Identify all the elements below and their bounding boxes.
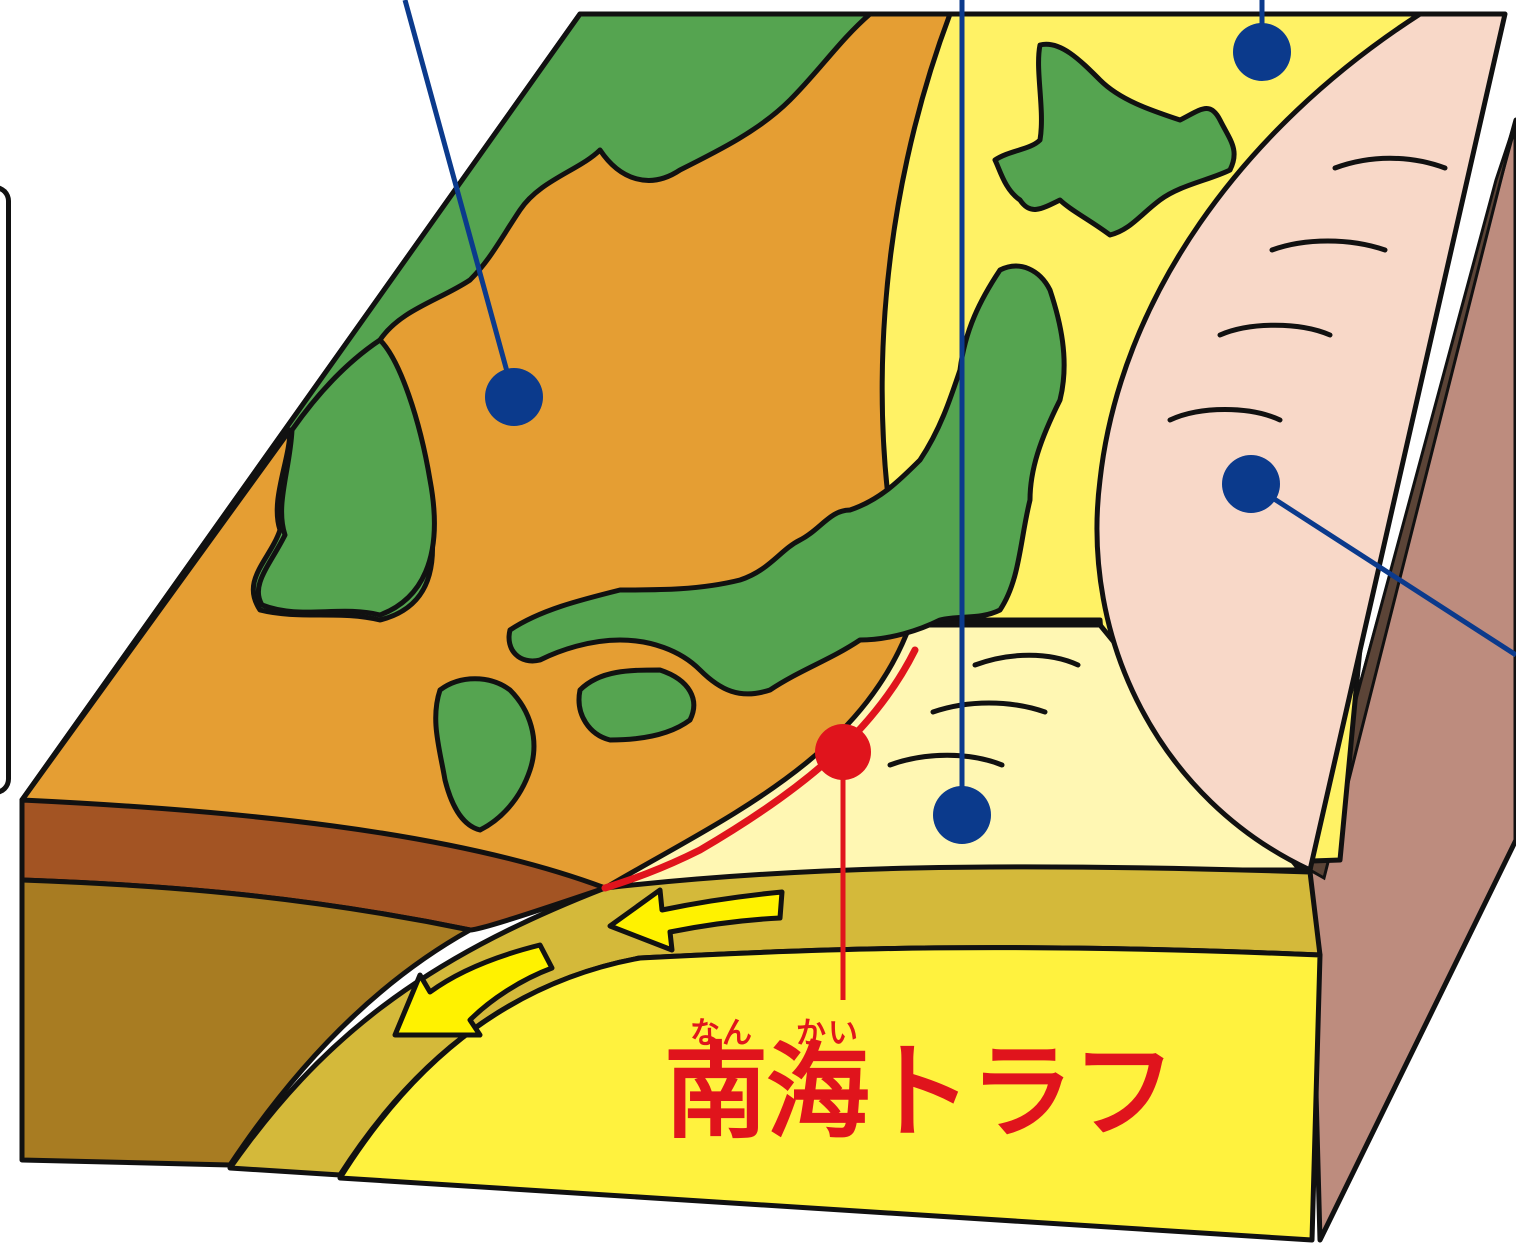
seismic-wave-icon: [887, 752, 1005, 768]
pacific-plate-leader: [1249, 481, 1516, 658]
plate-marker-dot: [1233, 23, 1291, 81]
kyushu-island: [433, 676, 537, 833]
continent-north-landmass: [19, 11, 873, 803]
hokkaido-island: [992, 41, 1237, 238]
nankai-trough-line: [601, 646, 919, 892]
ruby-kai: かい: [796, 1016, 860, 1051]
eurasian-mantle-layer: [19, 877, 473, 1168]
plate-marker-dot: [1222, 455, 1280, 513]
pacific-plate-surface: [1094, 11, 1508, 873]
shikoku-island: [576, 667, 697, 743]
korean-peninsula-land: [255, 337, 437, 618]
nankai-trough-label: 南海トラフ: [664, 1031, 1176, 1153]
seismic-wave-icon: [1332, 155, 1448, 171]
ruby-nan: なん: [690, 1016, 754, 1051]
honshu-island: [506, 263, 1067, 697]
seismic-wave-icon: [1217, 322, 1333, 338]
eurasian-plate-leader: [402, 0, 517, 398]
seismic-wave-icon: [972, 652, 1081, 668]
seismic-wave-icon: [1167, 407, 1283, 423]
subduction-arrow-icon: [607, 887, 785, 953]
block-right-edge-stripe: [1308, 119, 1516, 881]
seismic-wave-icon: [930, 700, 1048, 715]
seismic-wave-icon: [1269, 238, 1388, 253]
hypocenter-dot: [815, 724, 871, 780]
plate-marker-dot: [933, 786, 991, 844]
oceanic-mantle-layer: [337, 945, 1323, 1243]
plate-marker-dot: [485, 368, 543, 426]
subduction-arrow-icon: [392, 942, 555, 1038]
